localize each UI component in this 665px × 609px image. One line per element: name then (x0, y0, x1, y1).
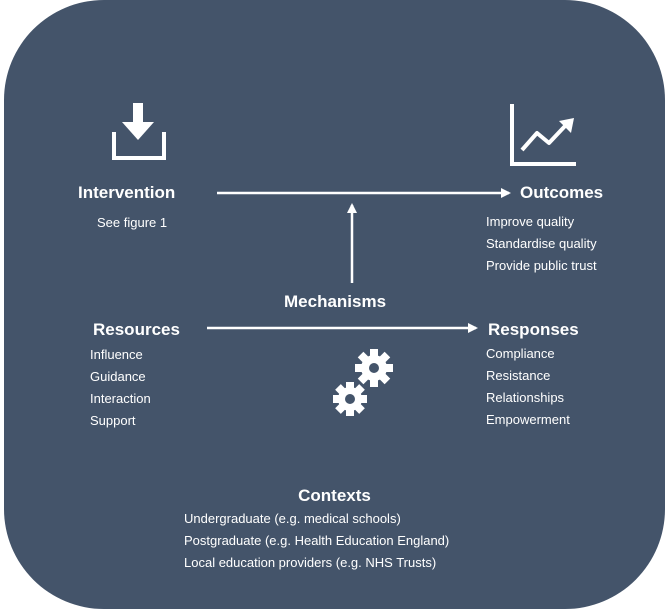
download-icon (112, 103, 166, 160)
contexts-list: Undergraduate (e.g. medical schools) Pos… (184, 508, 449, 574)
responses-item: Relationships (486, 390, 565, 405)
responses-title: Responses (488, 320, 579, 339)
resources-item: Interaction (90, 391, 151, 406)
outcomes-item: Improve quality (486, 214, 575, 229)
responses-item: Resistance (486, 368, 551, 383)
outcomes-title: Outcomes (520, 183, 604, 202)
responses-item: Empowerment (486, 412, 570, 427)
resources-item: Influence (90, 347, 143, 362)
diagram-graphics (112, 103, 576, 416)
mechanisms-title: Mechanisms (284, 292, 387, 311)
outcomes-item: Standardise quality (486, 236, 597, 251)
outcomes-item: Provide public trust (486, 258, 597, 273)
responses-list: Compliance Resistance Relationships Empo… (486, 343, 570, 431)
gears-icon (333, 349, 393, 416)
diagram-panel: Intervention See figure 1 Outcomes Impro… (4, 0, 665, 609)
intervention-subtitle: See figure 1 (97, 215, 168, 230)
outcomes-list: Improve quality Standardise quality Prov… (486, 211, 597, 277)
contexts-item: Postgraduate (e.g. Health Education Engl… (184, 533, 450, 548)
resources-title: Resources (93, 320, 180, 339)
intervention-title: Intervention (78, 183, 176, 202)
resources-item: Guidance (90, 369, 146, 384)
responses-item: Compliance (486, 346, 555, 361)
resources-item: Support (90, 413, 136, 428)
resources-list: Influence Guidance Interaction Support (90, 344, 151, 432)
contexts-item: Undergraduate (e.g. medical schools) (184, 511, 401, 526)
contexts-item: Local education providers (e.g. NHS Trus… (184, 555, 437, 570)
line-chart-icon (510, 104, 576, 166)
contexts-title: Contexts (298, 486, 371, 505)
